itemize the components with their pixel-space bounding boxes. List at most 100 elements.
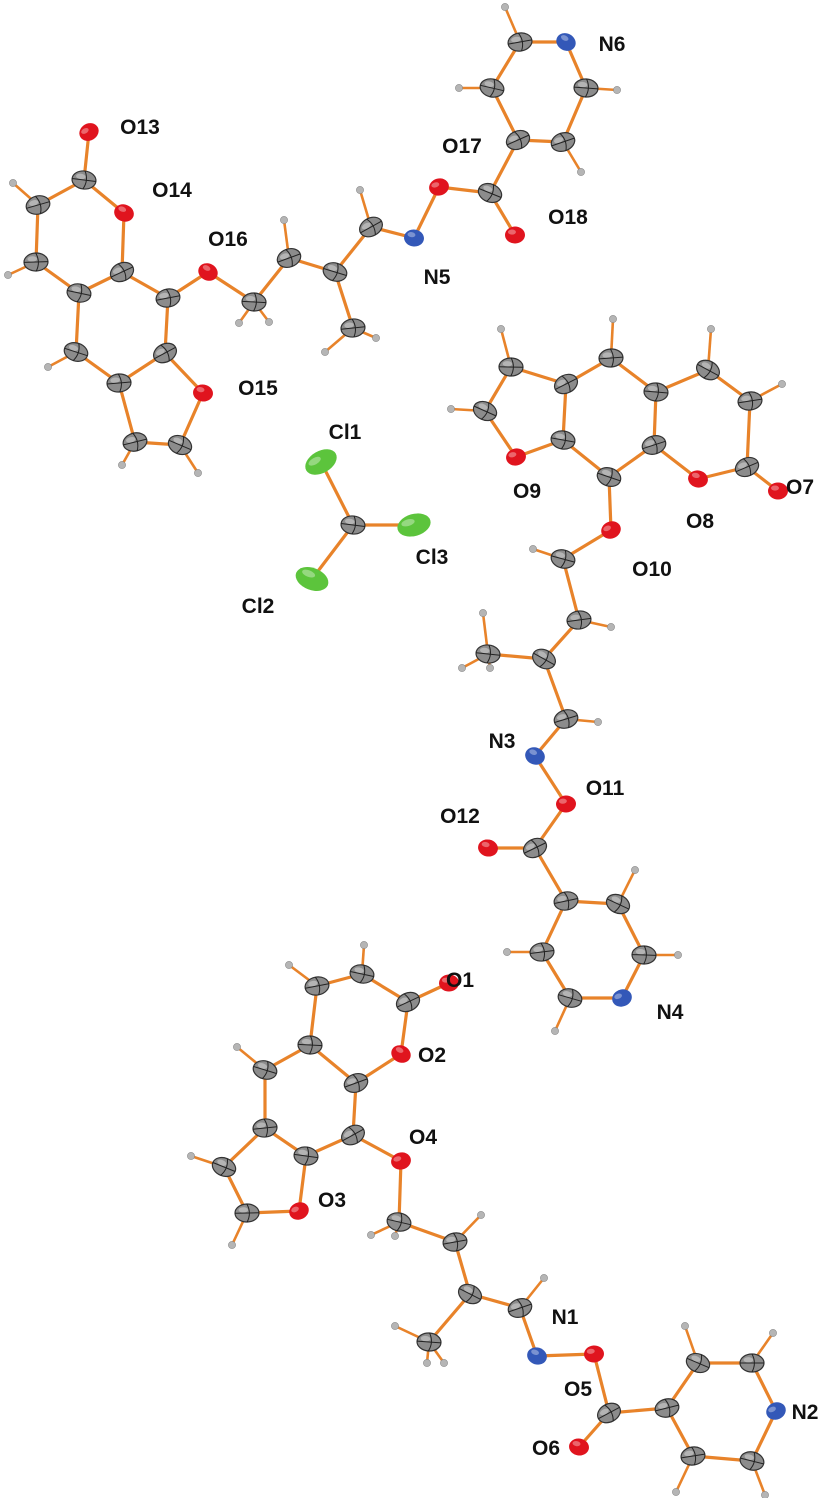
oxygen-atom (391, 1152, 411, 1170)
atom-label-cl3: Cl3 (415, 546, 449, 569)
hydrogen-atom (631, 866, 639, 874)
atom-label-o16: O16 (208, 228, 248, 251)
oxygen-atom (114, 204, 134, 222)
hydrogen-atom (265, 318, 273, 326)
carbon-atom (550, 430, 576, 450)
hydrogen-atom (497, 325, 505, 333)
hydrogen-atom (44, 363, 52, 371)
hydrogen-atom (321, 348, 329, 356)
carbon-atom (479, 78, 505, 98)
hydrogen-atom (607, 623, 615, 631)
hydrogen-atom (356, 186, 364, 194)
nitrogen-atom (612, 989, 632, 1007)
carbon-atom (507, 1298, 533, 1318)
carbon-atom (341, 1124, 365, 1146)
carbon-atom (211, 1156, 237, 1178)
bond (74, 291, 81, 354)
bond (592, 1352, 611, 1415)
hydrogen-atom (194, 469, 202, 477)
carbon-atom (532, 648, 556, 670)
carbon-atom (573, 78, 599, 98)
carbon-atom (550, 549, 576, 569)
carbon-atom (498, 357, 524, 377)
carbon-atom (739, 1451, 765, 1471)
carbon-atom (737, 391, 763, 411)
bond (412, 185, 441, 240)
atom-label-o11: O11 (585, 777, 625, 800)
nitrogen-atom (404, 229, 424, 247)
atom-label-o10: O10 (632, 558, 672, 581)
atom-label-o3: O3 (317, 1189, 347, 1212)
carbon-atom (234, 1203, 260, 1223)
oxygen-atom (391, 1045, 411, 1063)
carbon-atom (680, 1446, 706, 1466)
hydrogen-atom (4, 271, 12, 279)
carbon-atom (297, 1035, 323, 1055)
carbon-atom (152, 342, 178, 364)
carbon-atom (349, 964, 375, 984)
carbon-atom (252, 1060, 278, 1080)
atom-label-cl2: Cl2 (241, 595, 275, 618)
carbon-atom (475, 644, 501, 664)
atom-label-o13: O13 (120, 116, 160, 139)
oxygen-atom (584, 1345, 604, 1363)
hydrogen-atom (235, 319, 243, 327)
bonds-layer (7, 6, 783, 1496)
carbon-atom (734, 456, 760, 478)
hydrogen-atom (285, 961, 293, 969)
nitrogen-atom (766, 1402, 786, 1420)
bond (319, 460, 355, 527)
hydrogen-atom (529, 545, 537, 553)
carbon-atom (66, 283, 92, 303)
carbon-atom (605, 893, 631, 915)
oxygen-atom (79, 123, 99, 141)
bond (308, 984, 319, 1047)
carbon-atom (550, 132, 576, 152)
oxygen-atom (429, 178, 449, 196)
oxygen-atom (601, 521, 621, 539)
oxygen-atom (439, 974, 459, 992)
oxygen-atom (289, 1202, 309, 1220)
hydrogen-atom (594, 718, 602, 726)
carbon-atom (155, 288, 181, 308)
atom-label-o8: O8 (685, 510, 715, 533)
nitrogen-atom (525, 747, 545, 765)
hydrogen-atom (769, 1329, 777, 1337)
chlorine-atom (295, 567, 329, 591)
atom-label-o15: O15 (238, 377, 278, 400)
bond (561, 557, 581, 622)
atom-label-o9: O9 (512, 480, 542, 503)
atom-label-n4: N4 (656, 1001, 684, 1024)
carbon-atom (442, 1232, 468, 1252)
carbon-atom (529, 942, 555, 962)
carbon-atom (631, 945, 657, 965)
chlorine-atom (397, 513, 431, 537)
carbon-atom (25, 195, 51, 215)
hydrogen-atom (681, 1322, 689, 1330)
hydrogen-atom (280, 216, 288, 224)
atom-label-o7: O7 (785, 476, 815, 499)
carbon-atom (643, 382, 669, 402)
atom-label-o17: O17 (442, 135, 482, 158)
carbon-atom (416, 1332, 442, 1352)
hydrogen-atom (609, 315, 617, 323)
hydrogen-atom (613, 86, 621, 94)
hydrogen-atom (233, 1043, 241, 1051)
carbon-atom (109, 261, 135, 283)
carbon-atom (505, 129, 531, 151)
carbon-atom (252, 1118, 278, 1138)
hydrogen-atom (540, 1274, 548, 1282)
hydrogen-atom (778, 380, 786, 388)
bond (117, 381, 137, 444)
hydrogen-atom (551, 1027, 559, 1035)
bond (745, 399, 752, 469)
hydrogen-atom (447, 405, 455, 413)
hydrogen-atom (372, 334, 380, 342)
carbon-atom (359, 216, 383, 238)
chlorine-atom (305, 449, 337, 475)
carbon-atom (522, 837, 548, 859)
hydrogen-atom (228, 1241, 236, 1249)
oxygen-atom (505, 226, 525, 244)
carbon-atom (695, 359, 721, 381)
